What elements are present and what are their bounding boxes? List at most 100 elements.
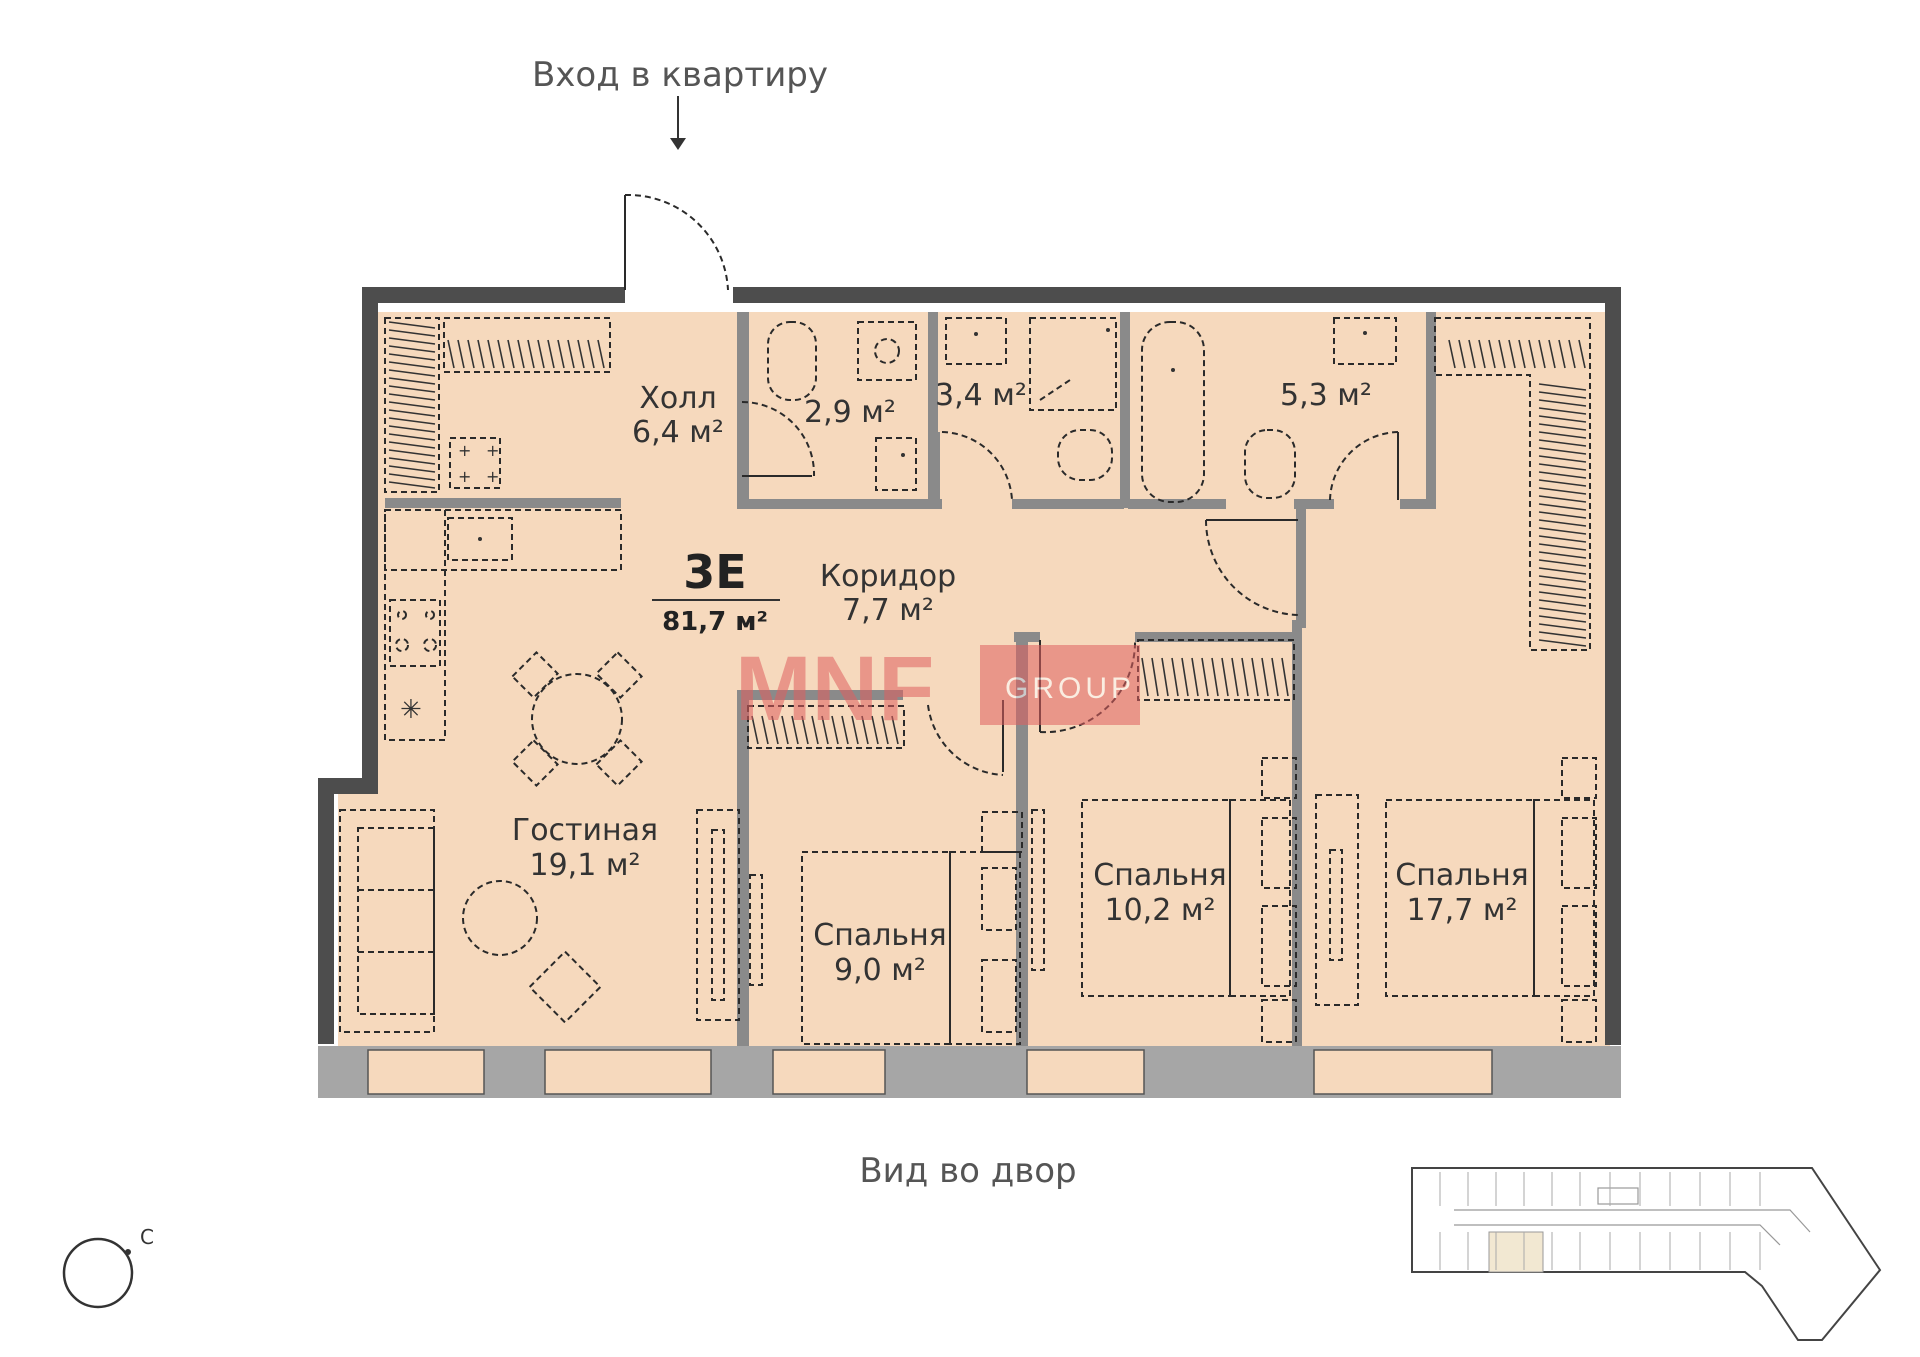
svg-text:+: + — [458, 441, 471, 460]
apartment-total-area: 81,7 м² — [662, 607, 768, 637]
hatch-line — [1538, 535, 1587, 543]
hatch-line — [1538, 599, 1587, 607]
hatch-line — [1528, 339, 1536, 369]
hatch-line — [1281, 657, 1289, 697]
hatch-line — [1518, 339, 1526, 369]
window — [1313, 1049, 1493, 1095]
window — [544, 1049, 712, 1095]
hatch-line — [1578, 339, 1586, 369]
svg-text:+: + — [486, 441, 499, 460]
hatch-line — [1538, 439, 1587, 447]
hatch-line — [1538, 407, 1587, 415]
room-name-corridor: Коридор — [820, 559, 956, 594]
hatch-line — [388, 465, 436, 473]
hatch-line — [1468, 339, 1476, 369]
hatch-line — [587, 339, 595, 369]
svg-text:GROUP: GROUP — [1005, 672, 1135, 705]
hatch-line — [547, 339, 555, 369]
outer-walls — [318, 287, 1621, 1045]
room-area-bedroom3: 17,7 м² — [1407, 893, 1518, 928]
hatch-line — [497, 339, 505, 369]
hatch-line — [841, 715, 849, 745]
hatch-line — [1171, 657, 1179, 697]
hatch-line — [1478, 339, 1486, 369]
hatch-line — [1538, 583, 1587, 591]
hatch-line — [1538, 631, 1587, 639]
bathroom-fixtures — [767, 317, 1397, 503]
svg-text:MNF: MNF — [735, 638, 934, 740]
hatch-line — [831, 715, 839, 745]
hatch-line — [1538, 559, 1587, 567]
hatch-line — [388, 385, 436, 393]
room-area-bath1: 3,4 м² — [935, 378, 1027, 413]
kitchen-furniture: + + + + ✳ — [384, 437, 622, 741]
window — [1026, 1049, 1145, 1095]
room-area-wc1: 2,9 м² — [804, 395, 896, 430]
room-name-living: Гостиная — [512, 813, 658, 848]
svg-text:✳: ✳ — [400, 695, 422, 725]
hatch-line — [1211, 657, 1219, 697]
watermark-logo: MNF GROUP — [735, 638, 1140, 740]
inner-walls — [385, 312, 1436, 1046]
hatch-line — [761, 715, 769, 745]
hatch-line — [1251, 657, 1259, 697]
hatch-line — [567, 339, 575, 369]
hatch-line — [388, 409, 436, 417]
hatch-line — [1538, 463, 1587, 471]
hatch-line — [1271, 657, 1279, 697]
hatch-line — [388, 353, 436, 361]
hatch-line — [477, 339, 485, 369]
hatch-line — [1538, 479, 1587, 487]
room-area-hall: 6,4 м² — [632, 415, 724, 450]
hatch-line — [388, 321, 436, 329]
room-name-bedroom1: Спальня — [813, 918, 946, 953]
hatch-line — [1538, 471, 1587, 479]
compass-north-label: С — [140, 1225, 154, 1249]
hatch-line — [388, 369, 436, 377]
dining-table — [510, 650, 644, 788]
hatch-line — [891, 715, 899, 745]
hatch-line — [1538, 511, 1587, 519]
hatch-line — [487, 339, 495, 369]
room-area-bedroom1: 9,0 м² — [834, 953, 926, 988]
hatch-line — [467, 339, 475, 369]
hatch-line — [791, 715, 799, 745]
hatch-line — [388, 345, 436, 353]
bedroom3-furniture — [1315, 757, 1597, 1043]
hatch-line — [1548, 339, 1556, 369]
hatch-line — [1151, 657, 1159, 697]
hatch-line — [597, 339, 605, 369]
living-furniture — [339, 809, 740, 1033]
hatch-line — [1538, 455, 1587, 463]
hatch-line — [1538, 383, 1587, 391]
svg-text:+: + — [458, 467, 471, 486]
entrance-arrow — [670, 96, 686, 150]
hatch-line — [871, 715, 879, 745]
highlighted-unit — [1488, 1231, 1544, 1273]
hatch-line — [1538, 639, 1587, 647]
hatch-line — [1538, 623, 1587, 631]
hatch-line — [1538, 527, 1587, 535]
hatch-line — [388, 329, 436, 337]
hatch-line — [388, 377, 436, 385]
hatch-line — [1538, 415, 1587, 423]
hatch-line — [388, 337, 436, 345]
hatch-line — [1568, 339, 1576, 369]
hatch-line — [1508, 339, 1516, 369]
hatch-line — [388, 441, 436, 449]
hatch-line — [821, 715, 829, 745]
hatch-line — [1538, 399, 1587, 407]
hatch-line — [801, 715, 809, 745]
hatch-line — [1448, 339, 1456, 369]
hatch-line — [388, 393, 436, 401]
hatch-line — [577, 339, 585, 369]
hatch-line — [811, 715, 819, 745]
hatch-line — [881, 715, 889, 745]
hatch-line — [388, 457, 436, 465]
window — [772, 1049, 886, 1095]
hatch-line — [1538, 575, 1587, 583]
hatch-line — [1141, 657, 1149, 697]
hatch-line — [1538, 339, 1546, 369]
hatch-line — [1458, 339, 1466, 369]
